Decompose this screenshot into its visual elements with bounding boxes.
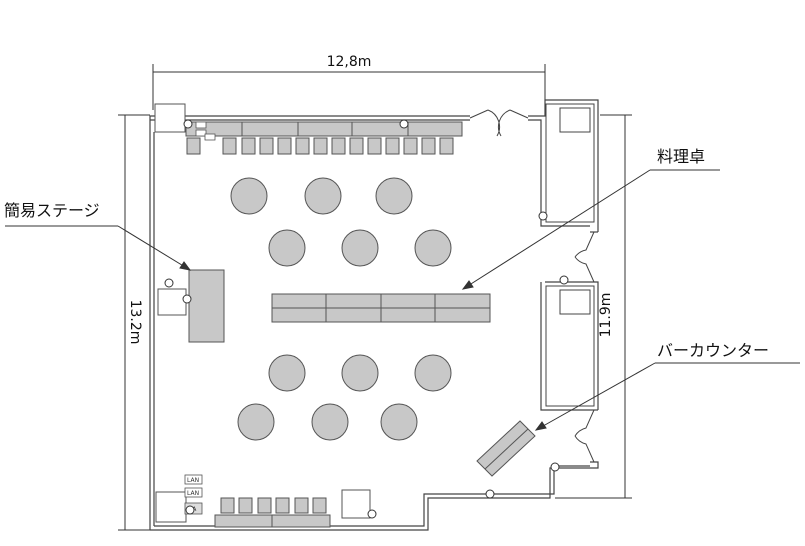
lan-label: LAN xyxy=(187,477,199,484)
dimension-width xyxy=(152,64,546,110)
bottom-left-box xyxy=(155,491,187,523)
top-long-table xyxy=(185,121,463,137)
round-table xyxy=(414,229,452,267)
equipment-boxes xyxy=(154,103,371,523)
side-room-lower xyxy=(545,285,595,407)
round-table xyxy=(341,229,379,267)
cooking-table-label: 料理卓 xyxy=(657,147,705,166)
door-right-lower xyxy=(574,409,595,463)
cooking-table xyxy=(271,293,491,323)
lan-label: LAN xyxy=(187,490,199,497)
round-table xyxy=(380,403,418,441)
side-room-upper xyxy=(545,103,595,223)
leader-lines xyxy=(5,169,800,431)
left-height-dimension-label: 13.2m xyxy=(127,300,143,345)
outlet-icon xyxy=(183,119,193,129)
outlet-icon xyxy=(485,489,495,499)
stage-label: 簡易ステージ xyxy=(4,201,100,220)
bottom-chairs xyxy=(220,497,327,514)
outlet-icon xyxy=(538,211,548,221)
bottom-center-box xyxy=(341,489,371,519)
room-walls xyxy=(149,99,599,531)
outlet-icon xyxy=(185,505,195,515)
dimension-height-right xyxy=(555,114,632,499)
round-table xyxy=(341,354,379,392)
outlet-icon xyxy=(182,294,192,304)
bar-counter xyxy=(476,420,536,477)
stage xyxy=(157,269,225,343)
outlet-icon xyxy=(367,509,377,519)
door-top xyxy=(469,109,529,137)
round-table xyxy=(268,229,306,267)
outlet-icon xyxy=(399,119,409,129)
round-table xyxy=(237,403,275,441)
round-table xyxy=(311,403,349,441)
dimension-height-left xyxy=(118,114,150,531)
round-tables xyxy=(230,177,452,441)
bottom-long-table xyxy=(214,514,331,528)
outlet-icon xyxy=(550,462,560,472)
top-left-box xyxy=(154,103,186,133)
outlet-markers xyxy=(164,119,569,519)
round-table xyxy=(230,177,268,215)
top-left-outlets xyxy=(195,121,216,141)
right-height-dimension-label: 11.9m xyxy=(598,293,614,338)
round-table xyxy=(414,354,452,392)
outlet-icon xyxy=(559,275,569,285)
round-table xyxy=(375,177,413,215)
outlet-icon xyxy=(164,278,174,288)
door-right-upper xyxy=(574,231,595,283)
width-dimension-label: 12,8m xyxy=(327,54,372,70)
round-table xyxy=(268,354,306,392)
bar-counter-label: バーカウンター xyxy=(657,341,769,360)
round-table xyxy=(304,177,342,215)
top-chairs xyxy=(186,137,454,155)
